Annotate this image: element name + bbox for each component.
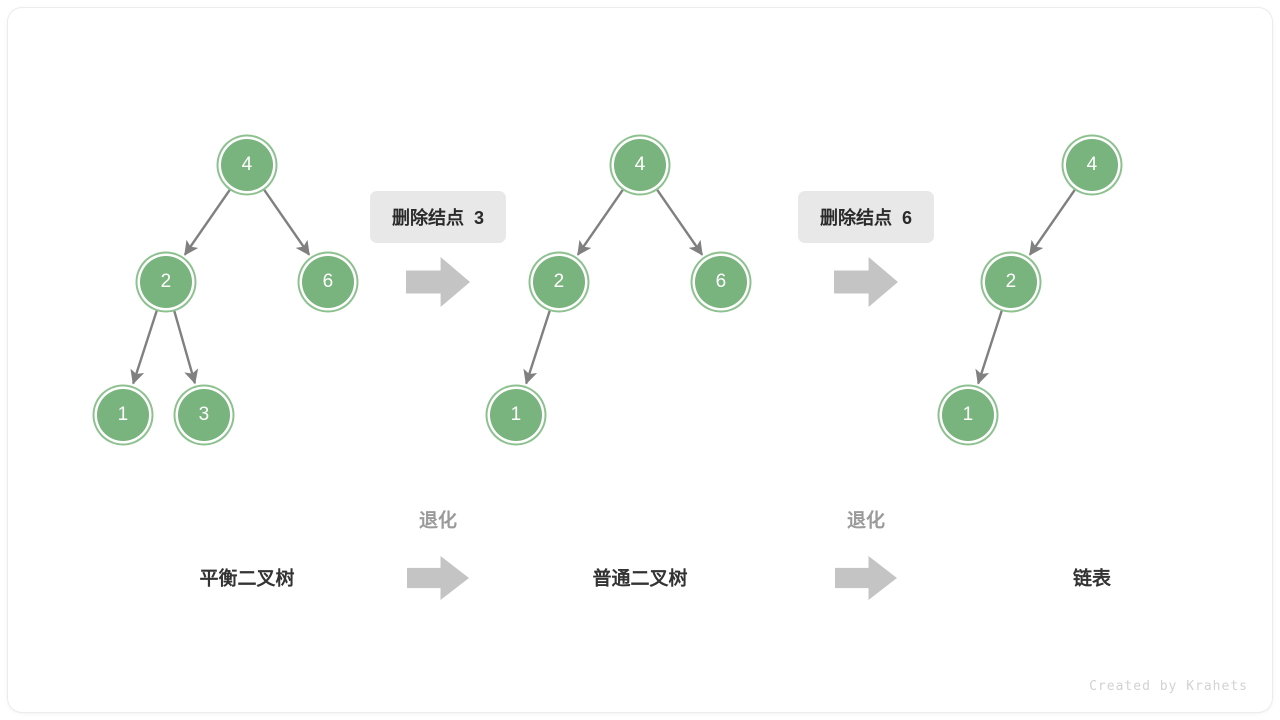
delete-node-6-label: 删除结点 6 — [797, 191, 935, 243]
bottom-arrow-1-icon — [407, 556, 469, 600]
delete-node-3-label: 删除结点 3 — [369, 191, 507, 243]
tree-edge — [975, 306, 1004, 385]
tree-node: 4 — [1066, 139, 1118, 191]
tree-node: 6 — [695, 256, 747, 308]
degrade-label-1: 退化 — [418, 510, 458, 532]
tree-edge — [172, 307, 199, 385]
tree-node: 6 — [302, 256, 354, 308]
tree-node: 1 — [97, 389, 149, 441]
operation-text: 删除结点 — [391, 208, 464, 228]
tree-node: 1 — [490, 389, 542, 441]
caption-balanced: 平衡二叉树 — [199, 568, 295, 590]
tree-edge — [576, 186, 626, 256]
tree-node: 1 — [942, 389, 994, 441]
tree-node: 2 — [140, 256, 192, 308]
transition-1-arrow-icon — [406, 257, 470, 307]
tree-edge — [183, 186, 233, 256]
degrade-label-2: 退化 — [846, 510, 886, 532]
operation-value: 6 — [901, 208, 913, 228]
tree-node: 4 — [614, 139, 666, 191]
tree-node: 2 — [533, 256, 585, 308]
bottom-arrow-2-icon — [835, 556, 897, 600]
watermark-credit: Created by Krahets — [1089, 679, 1248, 694]
tree-node: 3 — [178, 389, 230, 441]
block-arrows — [406, 257, 898, 600]
tree-edge — [1028, 186, 1078, 256]
transition-2-arrow-icon — [834, 257, 898, 307]
edges-layer — [130, 186, 1078, 385]
tree-edge — [130, 306, 159, 385]
tree-node: 4 — [221, 139, 273, 191]
tree-edge — [523, 306, 552, 385]
tree-edge — [654, 186, 704, 256]
tree-node: 2 — [985, 256, 1037, 308]
operation-text: 删除结点 — [819, 208, 892, 228]
caption-linkedlist: 链表 — [1072, 568, 1112, 590]
caption-ordinary: 普通二叉树 — [592, 568, 688, 590]
tree-edges — [130, 186, 1078, 385]
block-arrows-layer — [406, 257, 898, 600]
tree-edge — [261, 186, 311, 256]
operation-value: 3 — [473, 208, 485, 228]
